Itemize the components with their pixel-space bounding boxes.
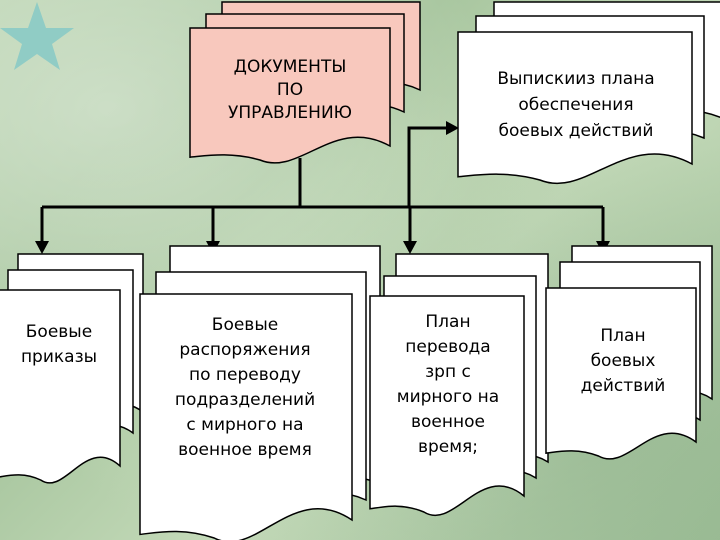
node-management-documents: ДОКУМЕНТЫ ПО УПРАВЛЕНИЮ — [227, 56, 353, 123]
doc-sheet — [189, 27, 391, 164]
doc-sheet — [369, 295, 525, 516]
node-combat-orders: Боевые приказы — [20, 322, 98, 367]
doc-sheet — [545, 287, 697, 460]
doc-sheet — [0, 289, 121, 484]
doc-sheet — [457, 31, 693, 185]
node-combat-directives: Боевые распоряжения по переводу подразде… — [174, 314, 316, 460]
node-plan-extracts: Выпискииз плана обеспечения боевых дейст… — [497, 69, 655, 141]
node-transfer-plan: План перевода зрп с мирного на военное в… — [396, 312, 500, 457]
node-combat-plan: План боевых действий — [580, 325, 666, 396]
doc-sheet — [139, 293, 353, 540]
